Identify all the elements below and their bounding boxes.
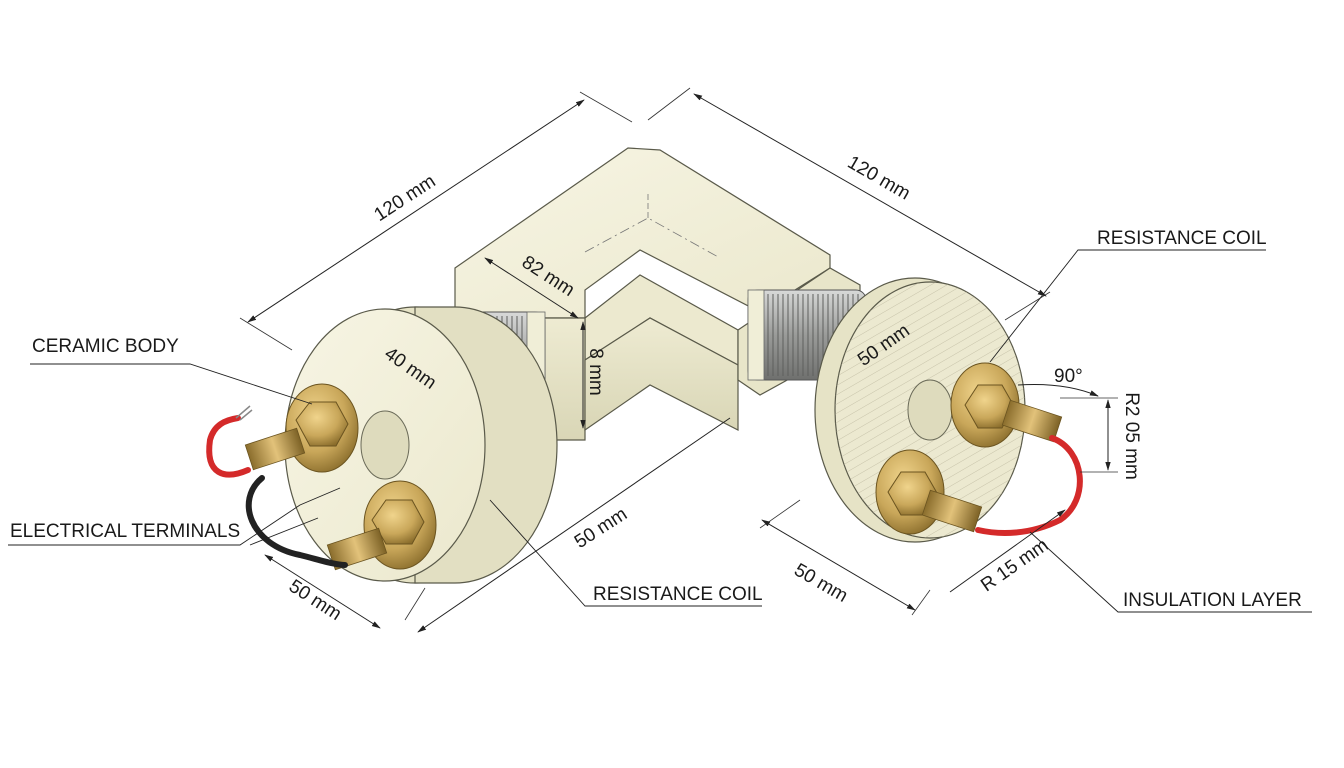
dim-height-small: 8 mm xyxy=(585,348,606,396)
wires xyxy=(206,405,1083,568)
left-terminal-upper xyxy=(244,383,359,473)
dimension-lines xyxy=(239,87,1118,633)
dim-top-right: 120 mm xyxy=(844,152,914,205)
dim-top-left: 120 mm xyxy=(371,171,440,226)
dim-radius-vertical: R2 05 mm xyxy=(1121,392,1142,480)
dim-left-bottom: 50 mm xyxy=(285,576,345,625)
dim-bottom-length: 50 mm xyxy=(571,504,631,553)
dim-radius-bottom: R 15 mm xyxy=(977,535,1052,596)
label-resistance-coil-bottom: RESISTANCE COIL xyxy=(593,584,763,605)
callout-labels: CERAMIC BODY ELECTRICAL TERMINALS RESIST… xyxy=(10,228,1302,611)
right-terminal-upper xyxy=(950,362,1063,448)
label-ceramic-body: CERAMIC BODY xyxy=(32,336,179,357)
label-insulation-layer: INSULATION LAYER xyxy=(1123,590,1302,611)
left-terminal-lower xyxy=(326,480,437,571)
right-terminal-lower xyxy=(875,449,983,535)
leader-lines xyxy=(8,249,1312,613)
label-resistance-coil-top: RESISTANCE COIL xyxy=(1097,228,1267,249)
label-electrical-terminals: ELECTRICAL TERMINALS xyxy=(10,521,240,542)
dim-angle: 90° xyxy=(1054,366,1083,387)
